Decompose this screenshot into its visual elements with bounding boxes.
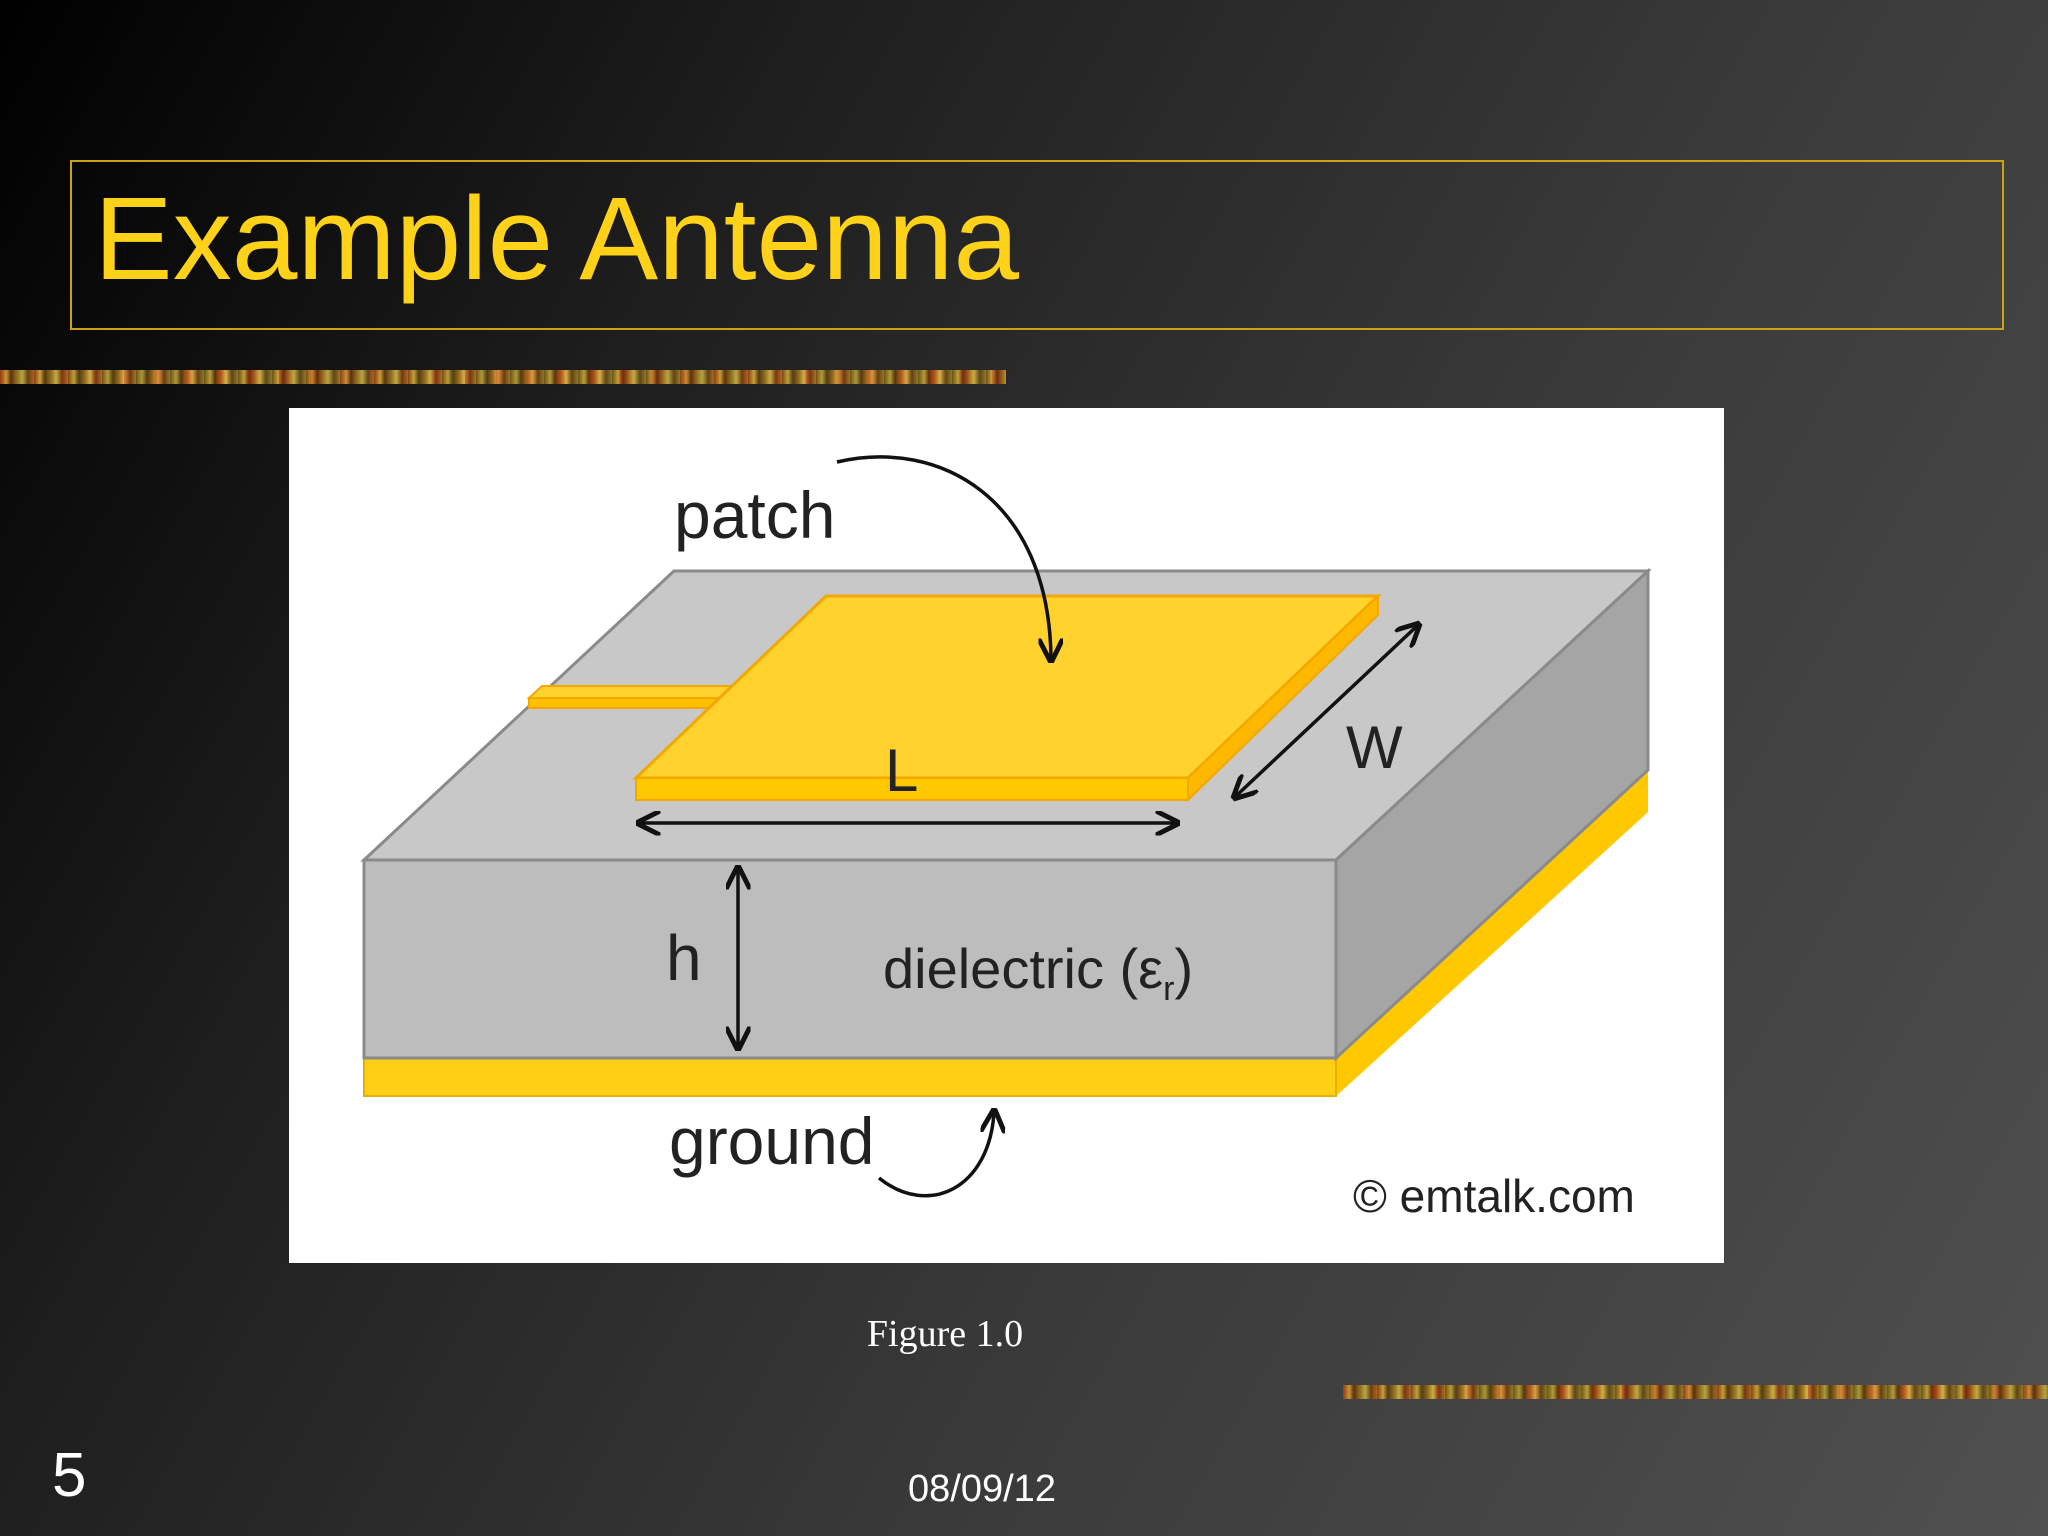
feed-line [526, 685, 752, 699]
antenna-figure: patch L W h dielectric (εr) ground © emt… [289, 408, 1724, 1263]
figure-caption: Figure 1.0 [866, 1313, 1024, 1355]
feed-line-edge [528, 697, 737, 709]
patch-label: patch [674, 478, 835, 552]
dielectric-label-text: dielectric (ε [883, 937, 1163, 1000]
antenna-diagram: patch L W h dielectric (εr) ground © emt… [360, 455, 1652, 1222]
dielectric-label: dielectric (εr) [883, 937, 1193, 1008]
ground-pointer-arrow [877, 1113, 994, 1198]
ground-label: ground [669, 1104, 875, 1178]
length-label: L [885, 737, 918, 804]
width-label: W [1346, 714, 1403, 781]
slide-title: Example Antenna [94, 173, 1019, 305]
ground-plane [363, 1057, 1337, 1097]
patch-pointer-arrow [836, 455, 1051, 658]
ground-plane-side-face [1336, 770, 1648, 1096]
credit-label: © emtalk.com [1353, 1170, 1635, 1222]
height-label: h [666, 922, 702, 994]
decorative-band-bottom [1343, 1385, 2048, 1399]
title-box: Example Antenna [70, 160, 2004, 330]
dielectric-label-subscript: r [1163, 970, 1174, 1008]
decorative-band-top [0, 370, 1006, 384]
dielectric-front [362, 858, 1338, 1060]
width-arrow [1236, 626, 1417, 796]
dielectric-label-close: ) [1174, 937, 1193, 1000]
slide-number: 5 [52, 1441, 87, 1510]
patch-front [635, 777, 1189, 801]
slide-date: 08/09/12 [908, 1468, 1056, 1510]
